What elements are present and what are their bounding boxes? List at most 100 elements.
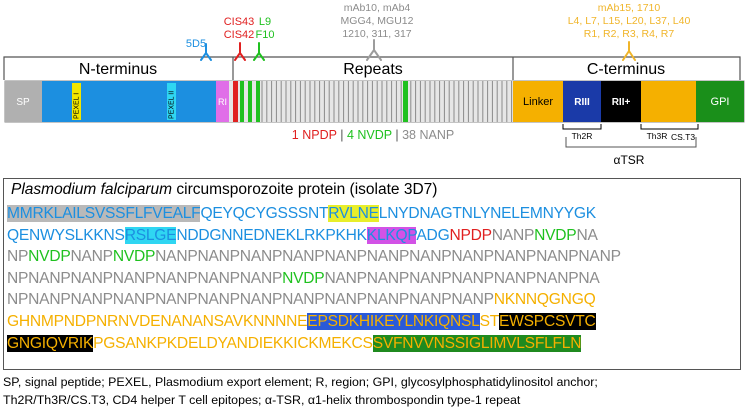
sequence-segment: SVFNVVNSSIGLIMVLSFLFLN: [372, 334, 582, 352]
sequence-line: QENWYSLKKNSRSLGENDDGNNEDNEKLRKPKHKKLKQPA…: [7, 225, 739, 247]
antibody-1210-label: 1210, 311, 317: [342, 28, 411, 40]
sequence-line: MMRKLAILSVSSFLFVEALFQEYQCYGSSSNTRVLNELNY…: [7, 203, 739, 225]
region-label-cterm: C-terminus: [587, 61, 665, 78]
repeat-npdp-bar: [233, 81, 238, 122]
antibody-cterm-icon: [622, 41, 636, 61]
sequence-segment: ST: [479, 312, 500, 330]
antibody-l-series-label: L4, L7, L15, L20, L37, L40: [568, 15, 691, 27]
domain-sp-label: SP: [16, 97, 30, 108]
domain-pexel2-label: PEXEL II: [169, 91, 176, 119]
epitope-th2r-bracket: [562, 124, 602, 130]
repeat-count-nanp: 38 NANP: [402, 128, 454, 142]
domain-riii-label: RIII: [574, 97, 590, 108]
repeat-nvdp-bar: [256, 81, 260, 122]
epitope-cst3-label: CS.T3: [671, 132, 695, 142]
repeat-count-npdp: 1 NPDP: [292, 128, 337, 142]
sequence-panel: Plasmodium falciparum circumsporozoite p…: [3, 178, 741, 370]
antibody-mab10-mab4-label: mAb10, mAb4: [344, 2, 411, 14]
sequence-segment: PGSANKPKDELDYANDIEKKICKMEKCS: [93, 334, 373, 352]
sequence-title: Plasmodium falciparum circumsporozoite p…: [11, 181, 437, 199]
region-bracket-outline: [3, 56, 741, 80]
antibody-mab15-label: mAb15, 1710: [598, 2, 661, 14]
sequence-segment: NANP: [491, 226, 535, 244]
atsr-label: αTSR: [614, 153, 645, 167]
domain-cterm-yellow: [641, 81, 696, 122]
antibody-5d5-icon: [200, 43, 212, 61]
sequence-segment: NVDP: [112, 248, 156, 266]
sequence-lines: MMRKLAILSVSSFLFVEALFQEYQCYGSSSNTRVLNELNY…: [7, 203, 739, 354]
domain-riiplus-label: RII+: [612, 97, 631, 108]
sequence-segment: NPNANPNANPNANPNANPNANPNANPNANPNANPNANPNA…: [7, 291, 494, 309]
sequence-title-species: Plasmodium falciparum: [11, 181, 173, 198]
sequence-line: NPNANPNANPNANPNANPNANPNANPNANPNANPNANPNA…: [7, 289, 739, 311]
protein-bar: SP PEXEL I PEXEL II RI Linker RIII RII+ …: [4, 80, 745, 123]
region-label-repeats: Repeats: [343, 61, 403, 78]
epitope-th3r-label: Th3R: [647, 131, 668, 141]
domain-riii: [563, 81, 601, 122]
domain-ri: [216, 81, 229, 122]
sequence-segment: RSLGE: [124, 226, 177, 244]
sequence-segment: RVLNE: [328, 205, 379, 222]
repeat-count-nvdp: 4 NVDP: [347, 128, 392, 142]
sequence-line: GNGIQVRIKPGSANKPKDELDYANDIEKKICKMEKCSSVF…: [7, 333, 739, 355]
antibody-cis42-label: CIS42: [224, 29, 255, 41]
repeat-nvdp-bar: [248, 81, 252, 122]
region-label-nterm: N-terminus: [79, 61, 157, 78]
sequence-segment: QENWYSLKKNS: [7, 226, 125, 244]
sequence-segment: NVDP: [28, 248, 71, 266]
footnote-line-2: Th2R/Th3R/CS.T3, CD4 helper T cell epito…: [3, 393, 521, 407]
sequence-segment: NPNANPNANPNANPNANPNANPNANP: [7, 269, 283, 287]
domain-pexel1: [72, 83, 81, 120]
sequence-segment: NVDP: [534, 226, 577, 244]
atsr-bracket: [565, 137, 697, 148]
antibody-cis-icon: [234, 42, 246, 61]
sequence-segment: NDDGNNEDNEKLRKPKHK: [176, 226, 367, 244]
repeat-stripes: [229, 81, 513, 122]
sequence-segment: MMRKLAILSVSSFLFVEALF: [7, 205, 201, 222]
epitope-th3r-bracket: [640, 124, 699, 130]
sequence-segment: EPSDKHIKEYLNKIQNSL: [307, 312, 480, 330]
footnote: SP, signal peptide; PEXEL, Plasmodium ex…: [3, 373, 748, 409]
repeat-counts: 1 NPDP | 4 NVDP | 38 NANP: [292, 128, 454, 142]
sequence-segment: NANPNANPNANPNANPNANPNANPNA: [324, 269, 600, 287]
antibody-mgg4-mgu12-label: MGG4, MGU12: [341, 15, 414, 27]
antibody-l9-label: L9: [259, 16, 271, 28]
sequence-segment: LNYDNAGTNLYNELEMNYYGK: [378, 205, 596, 222]
sequence-segment: NANPNANPNANPNANPNANPNANPNANPNANPNANPNANP…: [155, 248, 621, 266]
sequence-segment: QEYQCYGSSSNT: [200, 205, 329, 222]
repeat-nvdp-bar: [403, 81, 408, 122]
repeat-count-sep2: |: [392, 128, 402, 142]
sequence-title-rest: circumsporozoite protein (isolate 3D7): [172, 181, 438, 198]
antibody-repeat-icon: [366, 39, 382, 61]
sequence-segment: NKNNQGNGQ: [493, 291, 596, 309]
epitope-th2r-label: Th2R: [572, 131, 593, 141]
domain-ri-label: RI: [218, 97, 227, 107]
sequence-segment: GHNMPNDPNRNVDENANANSAVKNNNNE: [7, 312, 308, 330]
sequence-segment: KLKQP: [366, 226, 417, 244]
antibody-l9-f10-icon: [253, 42, 265, 61]
antibody-5d5-label: 5D5: [186, 38, 206, 50]
region-bracket: [3, 56, 741, 80]
sequence-segment: EWSPCSVTC: [499, 312, 596, 330]
domain-gpi-label: GPI: [711, 96, 730, 108]
sequence-segment: GNGIQVRIK: [7, 334, 94, 352]
antibody-f10-label: F10: [256, 29, 275, 41]
domain-linker-label: Linker: [523, 96, 553, 108]
domain-linker: [513, 81, 563, 122]
domain-pexel1-label: PEXEL I: [74, 93, 81, 119]
domain-riiplus: [601, 81, 641, 122]
antibody-r-series-label: R1, R2, R3, R4, R7: [584, 28, 675, 40]
sequence-segment: NVDP: [282, 269, 325, 287]
sequence-segment: NPDP: [449, 226, 492, 244]
sequence-line: NPNVDPNANPNVDPNANPNANPNANPNANPNANPNANPNA…: [7, 246, 739, 268]
csp-domain-diagram: N-terminus Repeats C-terminus SP PEXEL I…: [3, 2, 745, 167]
sequence-segment: NANP: [70, 248, 114, 266]
sequence-line: GHNMPNDPNRNVDENANANSAVKNNNNEEPSDKHIKEYLN…: [7, 311, 739, 333]
domain-pexel2: [167, 83, 176, 120]
sequence-segment: NP: [7, 248, 29, 266]
domain-sp: [5, 81, 42, 122]
domain-gpi: [696, 81, 744, 122]
sequence-segment: NA: [576, 226, 598, 244]
sequence-line: NPNANPNANPNANPNANPNANPNANPNVDPNANPNANPNA…: [7, 268, 739, 290]
footnote-line-1: SP, signal peptide; PEXEL, Plasmodium ex…: [3, 375, 598, 389]
